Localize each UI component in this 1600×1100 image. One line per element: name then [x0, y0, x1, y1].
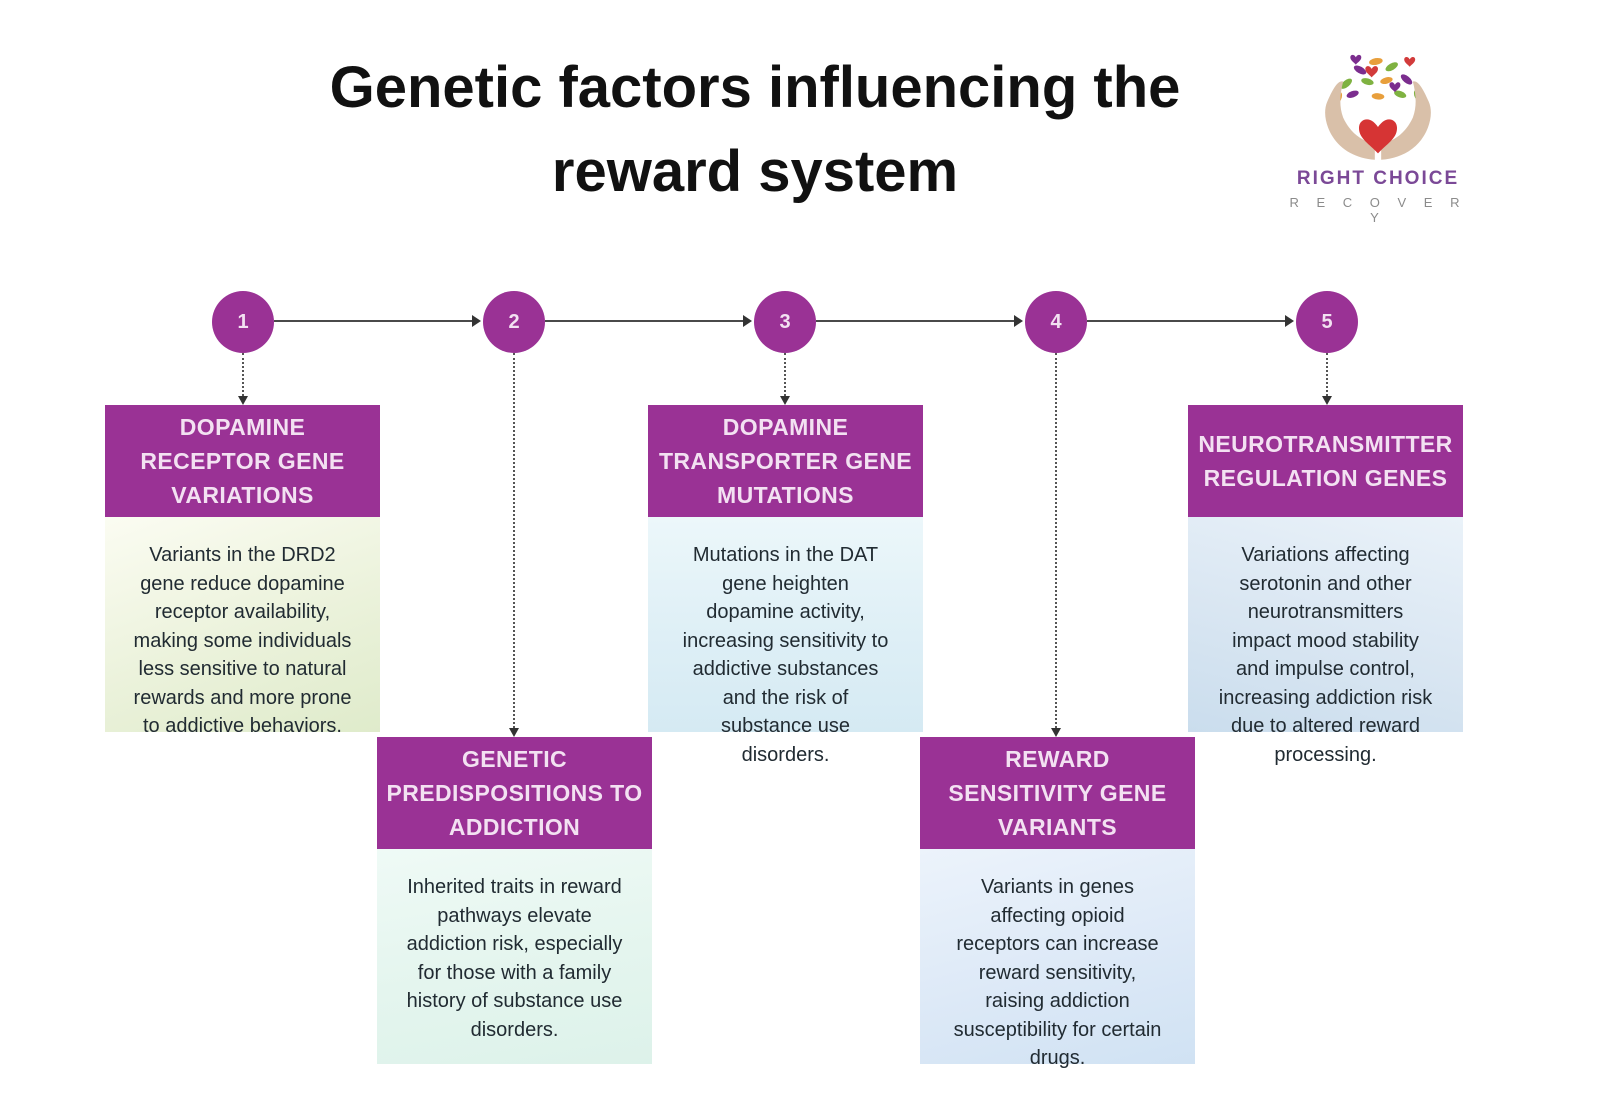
step-4-header: REWARD SENSITIVITY GENE VARIANTS — [920, 737, 1195, 849]
step-2-marker: 2 — [483, 291, 545, 353]
step-4-marker: 4 — [1025, 291, 1087, 353]
hands-icon — [1325, 81, 1431, 160]
logo-name: RIGHT CHOICE — [1296, 168, 1460, 189]
page-title: Genetic factors influencing the reward s… — [329, 55, 1181, 204]
step-3-marker: 3 — [754, 291, 816, 353]
step-2-title: GENETIC PREDISPOSITIONS TO ADDICTION — [386, 746, 643, 840]
timeline-line-4-5 — [1087, 320, 1287, 322]
connector-step-1 — [242, 353, 244, 396]
arrow-right-icon — [1285, 315, 1294, 327]
center-heart-icon — [1358, 119, 1398, 154]
step-card-1: DOPAMINE RECEPTOR GENE VARIATIONS Varian… — [105, 405, 380, 737]
arrow-right-icon — [1014, 315, 1023, 327]
step-4-title: REWARD SENSITIVITY GENE VARIANTS — [948, 746, 1167, 840]
timeline-line-3-4 — [816, 320, 1016, 322]
connector-step-4 — [1055, 353, 1057, 728]
arrow-right-icon — [472, 315, 481, 327]
connector-step-5 — [1326, 353, 1328, 396]
step-1-body: Variants in the DRD2 gene reduce dopamin… — [105, 517, 380, 737]
step-3-description: Mutations in the DAT gene heighten dopam… — [682, 544, 889, 766]
connector-step-3 — [784, 353, 786, 396]
step-5-description: Variations affecting serotonin and other… — [1218, 544, 1433, 766]
step-5-header: NEUROTRANSMITTER REGULATION GENES — [1188, 405, 1463, 517]
confetti-hearts-icon — [1350, 54, 1416, 93]
timeline-line-2-3 — [545, 320, 745, 322]
step-card-3: DOPAMINE TRANSPORTER GENE MUTATIONS Muta… — [648, 405, 923, 766]
step-5-body: Variations affecting serotonin and other… — [1188, 517, 1463, 766]
step-4-body: Variants in genes affecting opioid recep… — [920, 849, 1195, 1069]
arrow-right-icon — [743, 315, 752, 327]
step-2-body: Inherited traits in reward pathways elev… — [377, 849, 652, 1064]
step-5-marker: 5 — [1296, 291, 1358, 353]
step-card-4: REWARD SENSITIVITY GENE VARIANTS Variant… — [920, 737, 1195, 1069]
step-1-marker: 1 — [212, 291, 274, 353]
arrow-down-icon — [238, 396, 248, 405]
step-2-header: GENETIC PREDISPOSITIONS TO ADDICTION — [377, 737, 652, 849]
step-3-body: Mutations in the DAT gene heighten dopam… — [648, 517, 923, 766]
arrow-down-icon — [780, 396, 790, 405]
step-1-header: DOPAMINE RECEPTOR GENE VARIATIONS — [105, 405, 380, 517]
step-1-description: Variants in the DRD2 gene reduce dopamin… — [133, 544, 352, 737]
step-1-title: DOPAMINE RECEPTOR GENE VARIATIONS — [140, 414, 345, 508]
step-2-description: Inherited traits in reward pathways elev… — [406, 876, 623, 1041]
hands-heart-logo-icon — [1325, 54, 1431, 160]
step-3-title: DOPAMINE TRANSPORTER GENE MUTATIONS — [658, 414, 913, 508]
step-card-5: NEUROTRANSMITTER REGULATION GENES Variat… — [1188, 405, 1463, 766]
arrow-down-icon — [509, 728, 519, 737]
arrow-down-icon — [1051, 728, 1061, 737]
step-card-2: GENETIC PREDISPOSITIONS TO ADDICTION Inh… — [377, 737, 652, 1064]
step-4-description: Variants in genes affecting opioid recep… — [953, 876, 1162, 1069]
arrow-down-icon — [1322, 396, 1332, 405]
timeline-line-1-2 — [274, 320, 474, 322]
logo: RIGHT CHOICE R E C O V E R Y — [1283, 52, 1473, 225]
connector-step-2 — [513, 353, 515, 728]
logo-tagline: R E C O V E R Y — [1289, 195, 1467, 225]
confetti-leaves-icon — [1333, 57, 1423, 105]
step-5-title: NEUROTRANSMITTER REGULATION GENES — [1198, 431, 1453, 491]
step-3-header: DOPAMINE TRANSPORTER GENE MUTATIONS — [648, 405, 923, 517]
